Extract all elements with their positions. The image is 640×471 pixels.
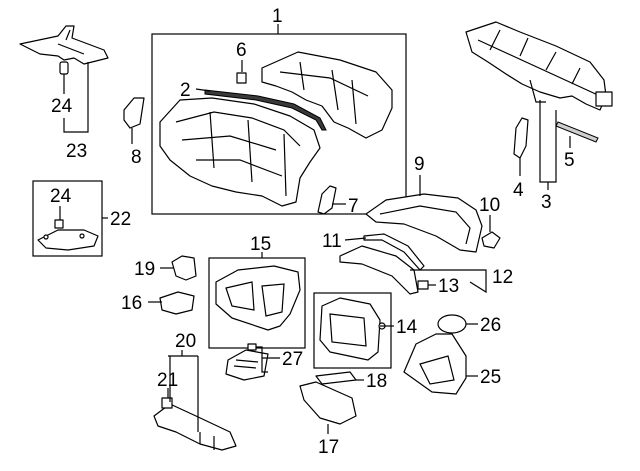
callout-25: 25 [480, 367, 501, 388]
callout-2: 2 [180, 80, 191, 101]
callout-27: 27 [282, 349, 303, 370]
part-2-strip [204, 89, 327, 131]
part-5-rod [555, 121, 599, 143]
part-13-clip [417, 280, 429, 290]
leader-lines [59, 24, 571, 434]
callout-10: 10 [479, 195, 500, 216]
callout-15: 15 [250, 234, 271, 255]
callout-11: 11 [322, 231, 342, 252]
callout-7: 7 [348, 196, 359, 217]
part-8-bracket [123, 97, 145, 129]
callout-14: 14 [396, 317, 418, 338]
callout-9: 9 [414, 154, 425, 175]
part-19-bracket [171, 255, 197, 281]
part-22-cover [37, 219, 99, 251]
part-6-clip [236, 72, 247, 84]
upper-duct-frame [261, 51, 393, 139]
callout-13: 13 [438, 276, 459, 297]
group-box-15 [208, 257, 306, 349]
part-12-lower-trim [339, 245, 419, 295]
part-24-clip-upper [59, 61, 69, 75]
callout-21: 21 [157, 370, 178, 391]
callout-16: 16 [121, 293, 142, 314]
part-17-lower-cover [299, 381, 357, 425]
part-10-clip [481, 231, 501, 249]
callout-labels: 1 2 3 4 5 6 7 8 9 10 11 12 13 14 15 16 1… [50, 6, 575, 458]
part-16-pocket [159, 291, 195, 315]
callout-3: 3 [541, 192, 552, 213]
part-23-bracket [19, 25, 109, 65]
callout-19: 19 [134, 259, 155, 280]
callout-8: 8 [131, 147, 142, 168]
callout-24-lower: 24 [50, 186, 72, 207]
part-3-cross-beam [465, 21, 613, 111]
part-26-cap [437, 314, 467, 334]
part-9-meter-hood [365, 193, 483, 253]
callout-1: 1 [272, 6, 283, 27]
part-14-audio-bezel [319, 297, 386, 361]
part-4-bracket [513, 117, 529, 159]
part-15-center-panel [215, 265, 301, 331]
part-25-lower-panel [403, 333, 467, 395]
part-20-knee-panel [153, 397, 237, 451]
callout-24-upper: 24 [51, 96, 73, 117]
callout-26: 26 [480, 315, 501, 336]
part-18-strip [315, 371, 357, 385]
callout-20: 20 [175, 331, 196, 352]
callout-18: 18 [366, 371, 387, 392]
callout-17: 17 [318, 437, 339, 458]
callout-5: 5 [564, 150, 575, 171]
part-7-trim [317, 185, 337, 215]
callout-23: 23 [66, 141, 87, 162]
group-box-14 [313, 292, 392, 369]
callout-12: 12 [492, 267, 513, 288]
part-27-vent [225, 343, 269, 381]
callout-4: 4 [513, 180, 524, 201]
part-1-instrument-panel [159, 97, 321, 207]
callout-6: 6 [236, 40, 247, 61]
group-box-1 [151, 33, 407, 215]
callout-22: 22 [110, 209, 131, 230]
